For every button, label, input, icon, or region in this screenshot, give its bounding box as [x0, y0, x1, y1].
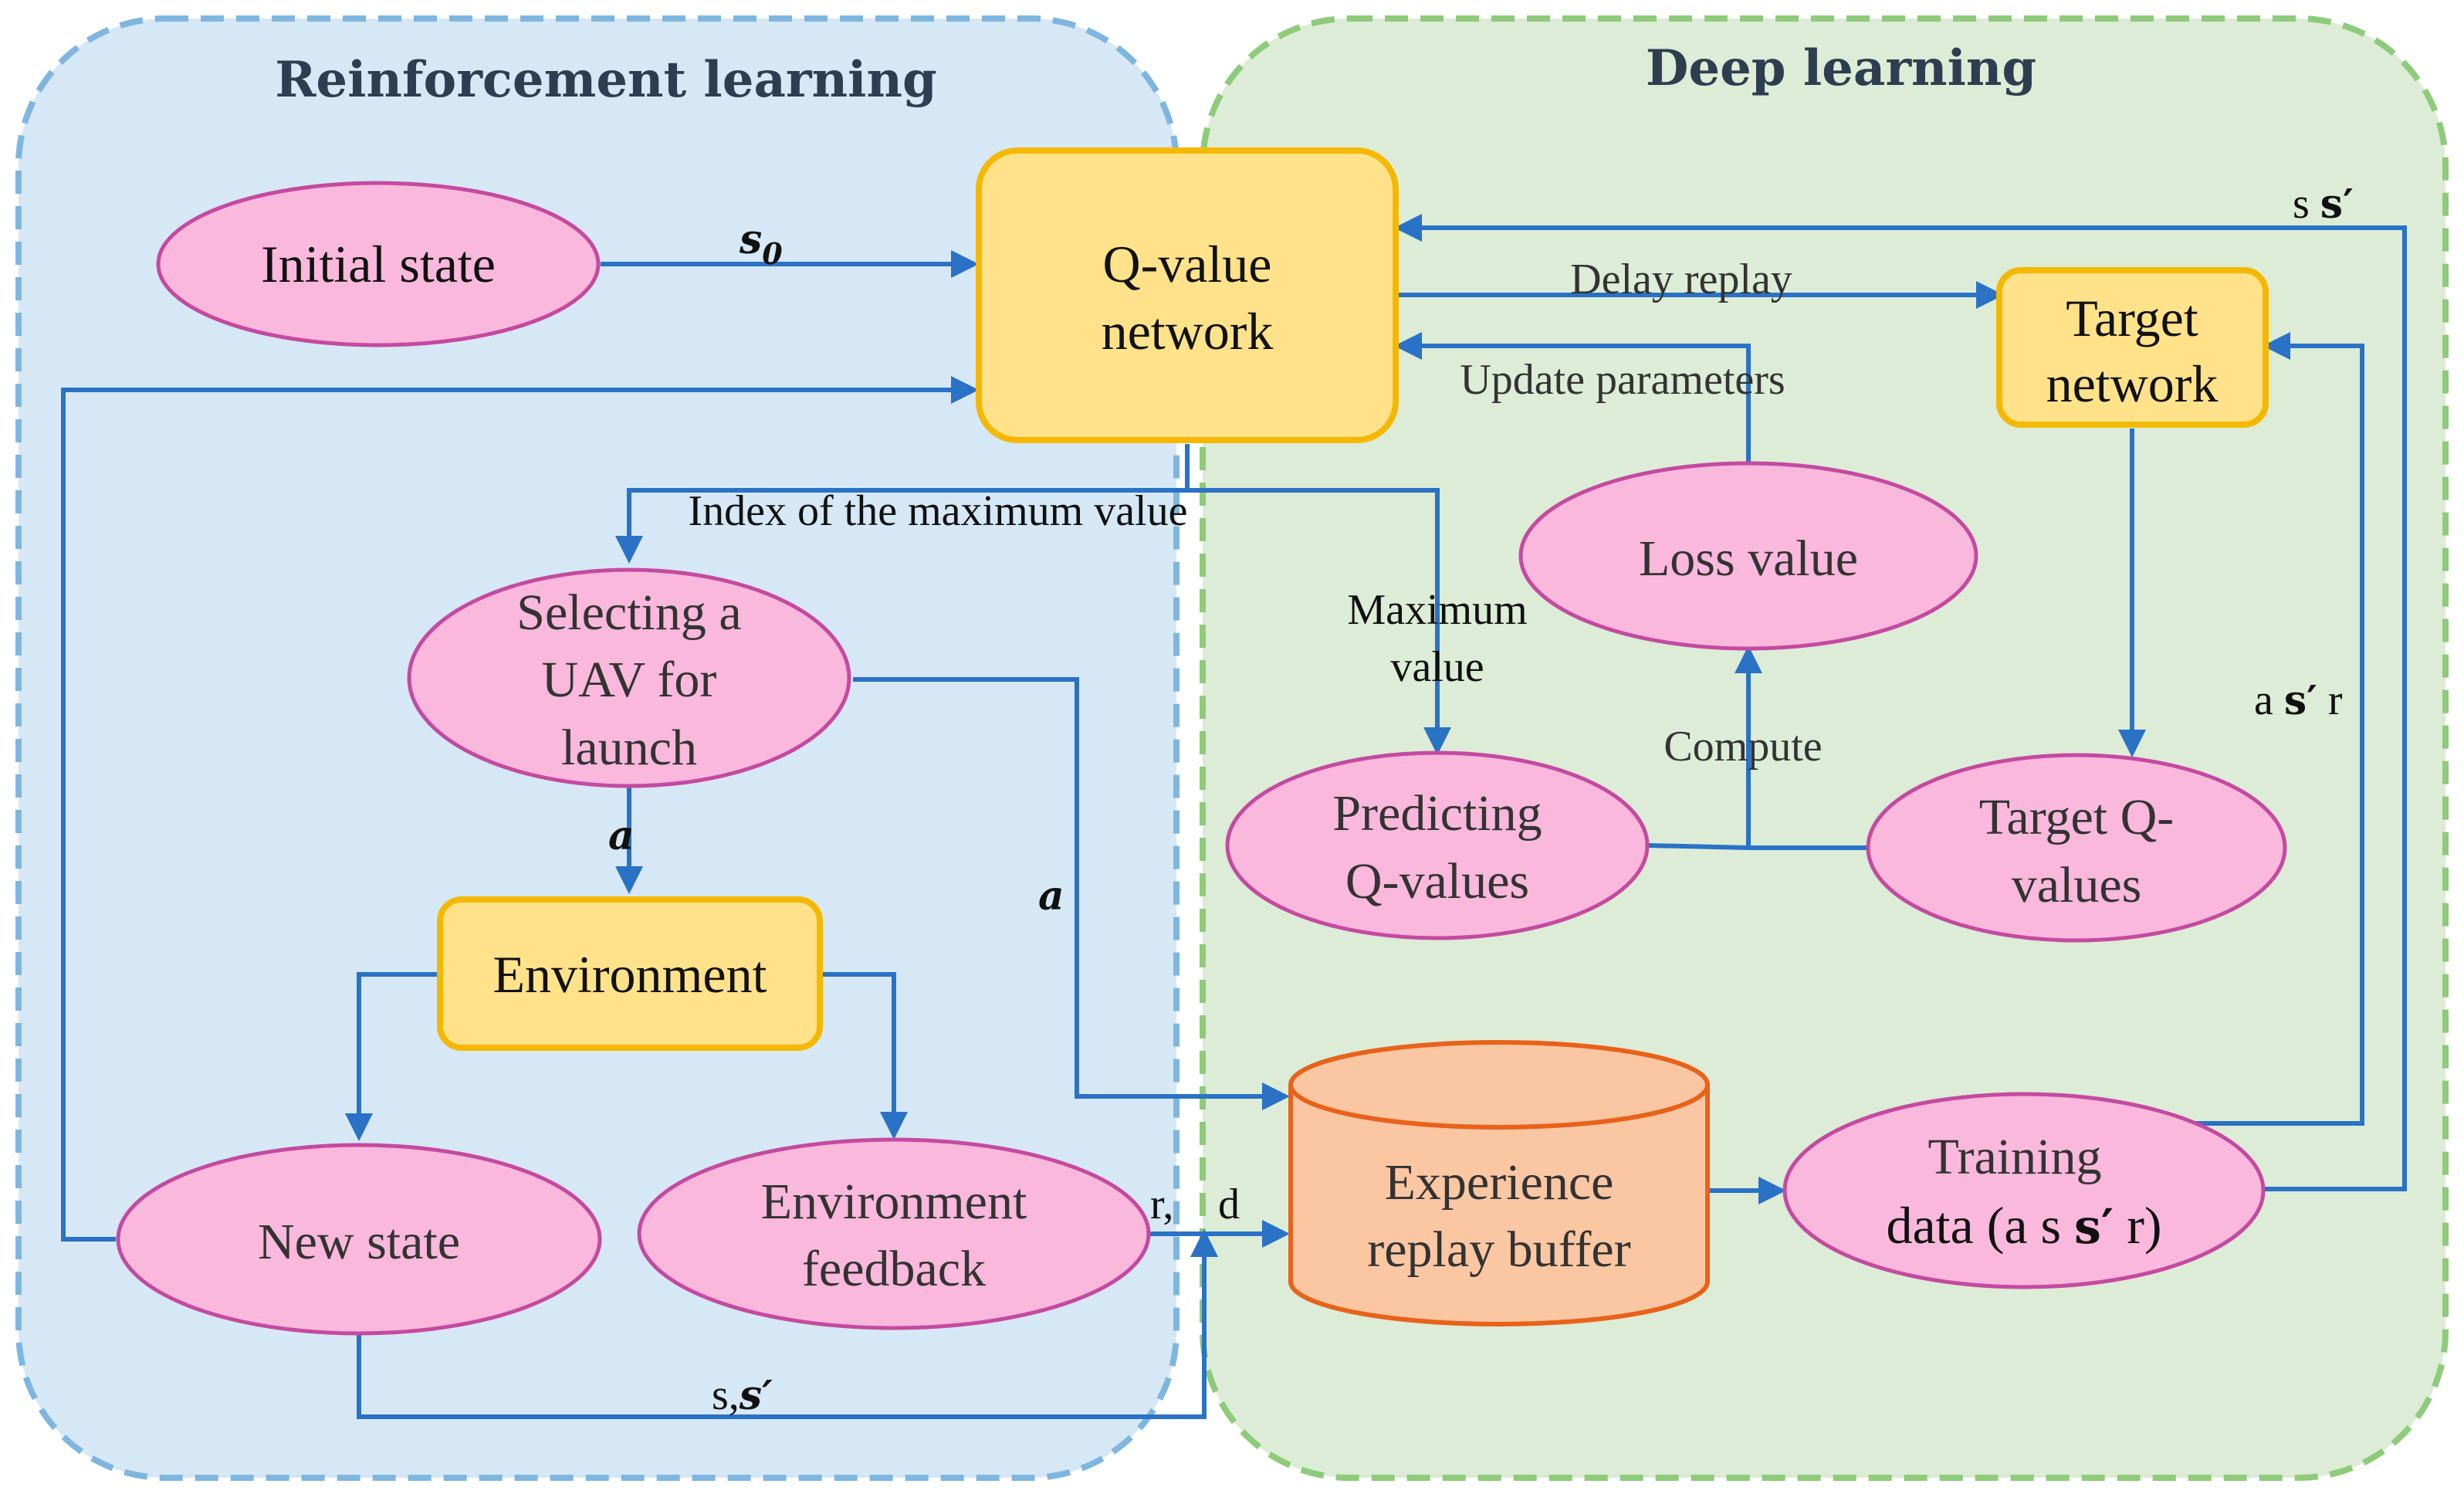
label-maximum-value-2: value — [1390, 643, 1484, 691]
edge-training-to-target — [2192, 332, 2364, 1126]
node-selecting-uav: Selecting a UAV for launch — [407, 567, 851, 788]
edges — [61, 214, 2407, 1419]
edge-newstate-to-buffer — [357, 1229, 1218, 1419]
svg-text:Loss value: Loss value — [1639, 530, 1858, 587]
edge-predicting-to-join — [1647, 843, 1749, 850]
edge-q-to-predicting — [1187, 488, 1451, 755]
node-experience-replay-buffer: Experience replay buffer — [1288, 1040, 1710, 1326]
node-environment-feedback: Environment feedback — [637, 1137, 1151, 1330]
label-r: r, — [1150, 1181, 1173, 1228]
node-q-value-network: Q-value network — [976, 147, 1399, 443]
svg-text:values: values — [2012, 857, 2142, 913]
label-update-parameters: Update parameters — [1460, 356, 1785, 404]
svg-text:network: network — [1102, 302, 1274, 361]
svg-text:Initial state: Initial state — [261, 235, 496, 293]
node-predicting-q-values: Predicting Q-values — [1225, 750, 1650, 940]
svg-text:Training: Training — [1928, 1129, 2102, 1185]
label-delay-replay: Delay replay — [1570, 256, 1792, 303]
svg-text:Experience: Experience — [1385, 1154, 1614, 1211]
label-a-env: a — [608, 812, 635, 859]
label-a-buffer: a — [1038, 872, 1064, 920]
edge-selecting-to-buffer — [853, 677, 1290, 1110]
label-maximum-value-1: Maximum — [1347, 586, 1527, 634]
edge-env-to-feedback — [820, 972, 908, 1140]
label-s0: s0 — [739, 216, 783, 271]
svg-text:replay buffer: replay buffer — [1367, 1221, 1630, 1278]
svg-text:data (a s s′ r): data (a s s′ r) — [1886, 1196, 2161, 1255]
node-target-q-values: Target Q- values — [1866, 753, 2287, 943]
svg-text:feedback: feedback — [802, 1241, 986, 1297]
svg-text:Q-values: Q-values — [1345, 853, 1529, 910]
svg-text:Environment: Environment — [492, 945, 767, 1004]
label-s-sprime: s,s′ — [712, 1371, 773, 1419]
node-training-data: Training data (a s s′ r) — [1782, 1092, 2266, 1289]
label-compute: Compute — [1664, 723, 1822, 771]
svg-text:Q-value: Q-value — [1102, 235, 1271, 293]
svg-text:Target Q-: Target Q- — [1979, 789, 2175, 845]
node-loss-value: Loss value — [1518, 461, 1978, 651]
svg-text:UAV for: UAV for — [542, 652, 717, 708]
node-initial-state: Initial state — [156, 181, 601, 347]
svg-text:Environment: Environment — [761, 1174, 1027, 1230]
edge-q-to-selecting — [615, 444, 1190, 564]
label-top-right: s s′ — [2293, 180, 2354, 228]
rl-region-title: Reinforcement learning — [275, 51, 937, 109]
label-index-max: Index of the maximum value — [689, 487, 1188, 535]
label-right-mid: a s′ r — [2254, 676, 2343, 724]
edge-env-to-newstate — [345, 972, 440, 1141]
svg-text:launch: launch — [561, 720, 697, 776]
dl-region-title: Deep learning — [1646, 39, 2036, 97]
svg-text:Selecting a: Selecting a — [516, 584, 741, 641]
label-d: d — [1218, 1181, 1240, 1228]
node-environment: Environment — [437, 896, 823, 1051]
edge-loss-to-q — [1394, 332, 1751, 463]
node-target-network: Target network — [1996, 267, 2269, 428]
node-new-state: New state — [116, 1143, 602, 1336]
svg-text:Predicting: Predicting — [1332, 785, 1542, 842]
edge-newstate-to-q — [61, 376, 979, 1242]
edge-training-to-q — [1394, 214, 2407, 1191]
svg-text:Target: Target — [2066, 289, 2198, 347]
svg-text:New state: New state — [258, 1214, 460, 1270]
svg-text:network: network — [2046, 354, 2219, 413]
